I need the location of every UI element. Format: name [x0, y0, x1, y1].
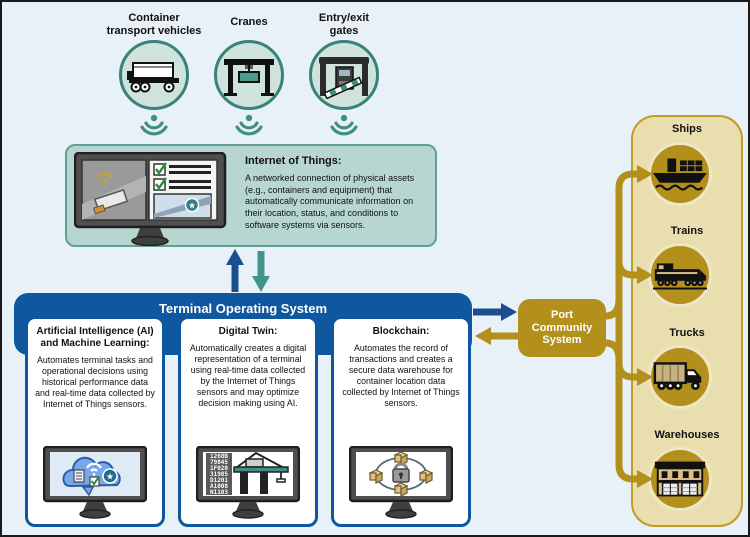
sensor-circle-vehicles: [119, 40, 189, 110]
card-ai-ml-title: Artificial Intelligence (AI) and Machine…: [36, 326, 154, 349]
ai-monitor-icon: ★: [42, 445, 148, 520]
stakeholder-circle-trucks: [648, 345, 712, 409]
card-ai-ml-body: Automates terminal tasks and operational…: [35, 355, 155, 409]
wifi-signal-icon: [235, 114, 263, 136]
entry-exit-gate-icon: [319, 57, 369, 99]
sensor-label-entry-exit-gates: Entry/exit gates: [318, 12, 370, 37]
stakeholder-label-warehouses: Warehouses: [654, 429, 720, 441]
stakeholder-label-ships: Ships: [672, 123, 702, 135]
svg-text:★: ★: [106, 472, 114, 482]
tos-to-iot-arrow: [226, 249, 244, 292]
card-ai-ml: Artificial Intelligence (AI) and Machine…: [25, 316, 165, 527]
sensor-circle-gates: [309, 40, 379, 110]
pcs-box: Port Community System: [518, 299, 606, 357]
iot-title: Internet of Things:: [245, 155, 342, 167]
card-digital-twin-title: Digital Twin:: [218, 326, 278, 337]
container-transport-vehicle-icon: [127, 62, 179, 93]
card-digital-twin-body: Automatically creates a digital represen…: [189, 343, 307, 408]
stakeholder-circle-ships: [648, 142, 712, 206]
stakeholder-circle-warehouses: [648, 447, 712, 511]
crane-icon: [224, 59, 274, 96]
stakeholder-label-trains: Trains: [670, 225, 704, 237]
digital-twin-screen-codes: 1268B 79845 1F020 31985 D1201 A1008 N110…: [206, 453, 232, 496]
wifi-signal-icon: [140, 114, 168, 136]
blockchain-monitor-icon: [348, 445, 454, 520]
card-digital-twin: Digital Twin: Automatically creates a di…: [178, 316, 318, 527]
tos-to-pcs-arrow: [473, 303, 517, 321]
card-blockchain-body: Automates the record of transactions and…: [342, 343, 460, 408]
wifi-signal-icon: [330, 114, 358, 136]
pcs-to-tos-arrow: [475, 327, 518, 345]
iot-monitor-icon: ★: [74, 152, 227, 246]
iot-to-tos-arrow: [252, 251, 270, 292]
blockchain-monitor-graphic: [348, 445, 454, 519]
sensor-label-container-transport-vehicles: Container transport vehicles: [106, 12, 202, 37]
digital-twin-monitor-icon: 1268B 79845 1F020 31985 D1201 A1008 N110…: [195, 445, 301, 520]
ship-icon: [652, 158, 708, 191]
ai-monitor-graphic: ★: [42, 445, 148, 519]
sensor-label-cranes: Cranes: [230, 16, 268, 28]
tos-title: Terminal Operating System: [158, 301, 328, 316]
stakeholder-label-trucks: Trucks: [669, 327, 705, 339]
card-blockchain-title: Blockchain:: [372, 326, 430, 337]
iot-body: A networked connection of physical asset…: [245, 173, 415, 230]
stakeholder-circle-trains: [648, 243, 712, 307]
svg-text:★: ★: [188, 201, 196, 211]
truck-icon: [653, 362, 702, 391]
card-blockchain: Blockchain: Automates the record of tran…: [331, 316, 471, 527]
train-icon: [652, 263, 708, 290]
sensor-circle-cranes: [214, 40, 284, 110]
warehouse-icon: [654, 461, 706, 497]
